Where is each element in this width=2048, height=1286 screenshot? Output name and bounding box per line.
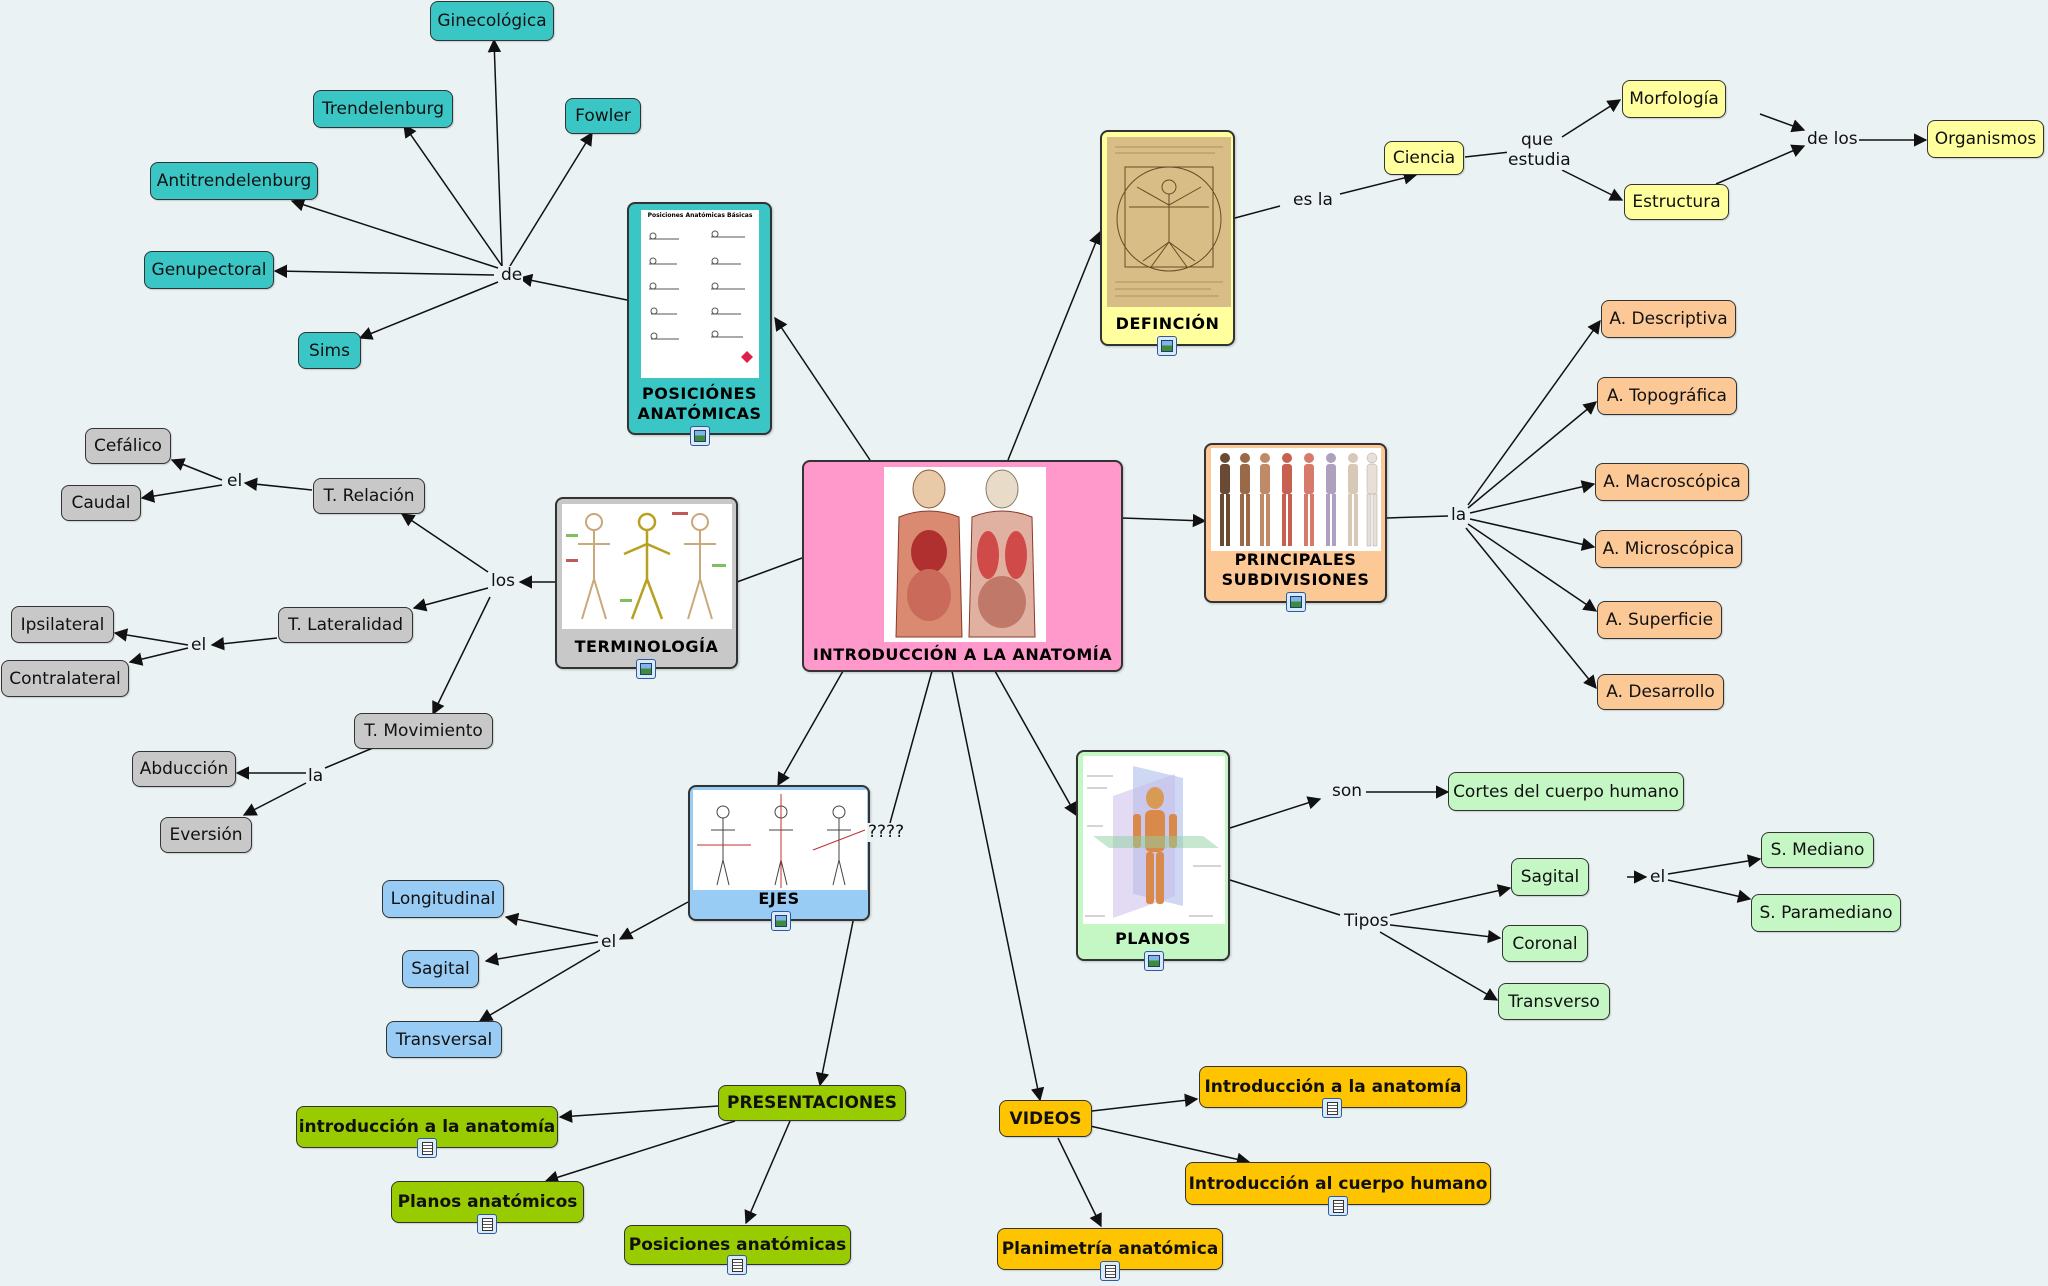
video-resource-icon[interactable] — [1100, 1261, 1120, 1281]
t-movimiento-node[interactable]: T. Movimiento — [354, 713, 493, 749]
image-resource-icon[interactable] — [1286, 592, 1306, 612]
link-ejes-question: ???? — [867, 822, 906, 842]
a-superficie[interactable]: A. Superficie — [1597, 601, 1722, 639]
link-el-planos: el — [1649, 867, 1667, 887]
axes-image — [693, 790, 867, 890]
planos-card[interactable]: PLANOS — [1076, 750, 1230, 971]
s-paramediano-node[interactable]: S. Paramediano — [1751, 894, 1901, 932]
anatomy-torso-image — [884, 467, 1046, 642]
presentaciones-node[interactable]: PRESENTACIONES — [718, 1085, 906, 1121]
posicion-ginecologica[interactable]: Ginecológica — [430, 1, 554, 41]
posicion-sims[interactable]: Sims — [298, 332, 361, 369]
link-que: que — [1520, 130, 1555, 150]
cortes-node[interactable]: Cortes del cuerpo humano — [1448, 772, 1684, 811]
plano-coronal[interactable]: Coronal — [1502, 925, 1588, 962]
image-resource-icon[interactable] — [1144, 951, 1164, 971]
s-mediano-node[interactable]: S. Mediano — [1761, 832, 1874, 868]
definicion-card[interactable]: DEFINCIÓN — [1100, 130, 1235, 356]
eje-sagital[interactable]: Sagital — [402, 950, 479, 988]
terminologia-title: TERMINOLOGÍA — [574, 637, 719, 656]
terminologia-card[interactable]: TERMINOLOGÍA — [555, 497, 738, 679]
video-resource-icon[interactable] — [1328, 1196, 1348, 1216]
plano-sagital[interactable]: Sagital — [1511, 858, 1589, 896]
eje-longitudinal[interactable]: Longitudinal — [382, 880, 504, 918]
skeleton-image — [562, 504, 732, 629]
ejes-title: EJES — [758, 889, 800, 908]
posiciones-title-2: ANATÓMICAS — [637, 404, 762, 423]
eversion-node[interactable]: Eversión — [160, 817, 252, 853]
posicion-genupectoral[interactable]: Genupectoral — [144, 251, 274, 289]
link-es-la: es la — [1292, 190, 1334, 210]
left-figure — [895, 469, 963, 638]
caudal-node[interactable]: Caudal — [61, 485, 141, 521]
center-concept[interactable]: INTRODUCCIÓN A LA ANATOMÍA — [802, 460, 1123, 672]
posiciones-thumb-caption: Posiciones Anatómicas Básicas — [647, 212, 753, 219]
link-tipos: Tipos — [1343, 911, 1390, 931]
image-resource-icon[interactable] — [690, 426, 710, 446]
body-lineup-image — [1211, 448, 1381, 551]
link-la-movimiento: la — [307, 766, 325, 786]
plano-transverso[interactable]: Transverso — [1498, 983, 1610, 1020]
document-resource-icon[interactable] — [477, 1214, 497, 1234]
image-resource-icon[interactable] — [771, 911, 791, 931]
image-resource-icon[interactable] — [1157, 336, 1177, 356]
t-relacion-node[interactable]: T. Relación — [313, 478, 425, 514]
subdivisiones-title-1: PRINCIPALES — [1234, 550, 1357, 569]
document-resource-icon[interactable] — [417, 1138, 437, 1158]
link-la: la — [1450, 505, 1468, 525]
a-desarrollo[interactable]: A. Desarrollo — [1597, 674, 1724, 710]
posicion-fowler[interactable]: Fowler — [565, 98, 641, 134]
link-estudia: estudia — [1507, 150, 1572, 170]
definicion-title: DEFINCIÓN — [1115, 314, 1220, 333]
contralateral-node[interactable]: Contralateral — [1, 660, 129, 697]
posicion-trendelenburg[interactable]: Trendelenburg — [313, 90, 453, 128]
eje-transversal[interactable]: Transversal — [386, 1021, 502, 1058]
organismos-node[interactable]: Organismos — [1927, 120, 2044, 158]
link-son: son — [1331, 781, 1364, 801]
video-resource-icon[interactable] — [1322, 1098, 1342, 1118]
t-lateralidad-node[interactable]: T. Lateralidad — [278, 607, 413, 643]
planos-title: PLANOS — [1115, 929, 1191, 948]
image-resource-icon[interactable] — [636, 659, 656, 679]
center-title: INTRODUCCIÓN A LA ANATOMÍA — [812, 645, 1113, 664]
vitruvian-image — [1107, 137, 1231, 307]
video-introduccion-cuerpo[interactable]: Introducción al cuerpo humano — [1185, 1162, 1491, 1205]
link-el-lateralidad: el — [190, 635, 208, 655]
abduccion-node[interactable]: Abducción — [132, 751, 236, 787]
subdivisiones-card[interactable]: PRINCIPALES SUBDIVISIONES — [1204, 443, 1387, 612]
a-topografica[interactable]: A. Topográfica — [1597, 377, 1737, 415]
right-figure — [968, 469, 1036, 638]
link-el-ejes: el — [600, 932, 618, 952]
posiciones-thumbnail: Posiciones Anatómicas Básicas — [641, 210, 759, 378]
a-microscopica[interactable]: A. Microscópica — [1595, 530, 1742, 568]
link-los: los — [490, 571, 516, 591]
ipsilateral-node[interactable]: Ipsilateral — [11, 606, 114, 643]
link-de: de — [500, 265, 524, 285]
document-resource-icon[interactable] — [727, 1255, 747, 1275]
estructura-node[interactable]: Estructura — [1624, 184, 1729, 220]
cefalico-node[interactable]: Cefálico — [85, 428, 171, 464]
posicion-antitrendelenburg[interactable]: Antitrendelenburg — [150, 162, 318, 200]
ejes-card[interactable]: EJES — [688, 785, 870, 931]
ciencia-node[interactable]: Ciencia — [1384, 141, 1464, 175]
a-macroscopica[interactable]: A. Macroscópica — [1595, 463, 1749, 501]
posiciones-title-1: POSICIÓNES — [642, 384, 757, 403]
link-el-relacion: el — [226, 471, 244, 491]
posiciones-card[interactable]: Posiciones Anatómicas Básicas POSICIÓNES… — [627, 202, 772, 446]
subdivisiones-title-2: SUBDIVISIONES — [1221, 570, 1370, 589]
link-de-los: de los — [1806, 129, 1859, 149]
a-descriptiva[interactable]: A. Descriptiva — [1601, 300, 1736, 338]
morfologia-node[interactable]: Morfología — [1622, 80, 1726, 118]
videos-node[interactable]: VIDEOS — [999, 1100, 1092, 1137]
video-introduccion-anatomia[interactable]: Introducción a la anatomía — [1199, 1066, 1467, 1108]
planes-image — [1083, 756, 1225, 924]
